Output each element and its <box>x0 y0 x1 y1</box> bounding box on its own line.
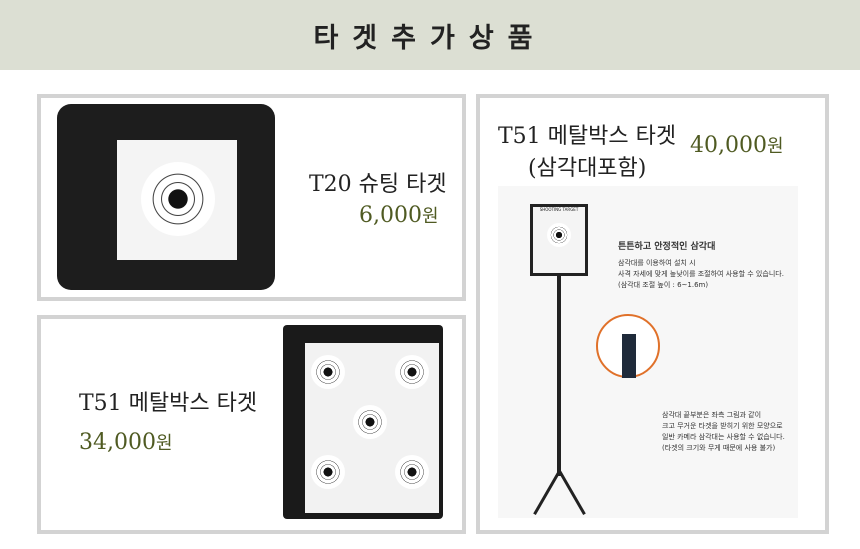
desc-line: 삼각대를 이용하여 설치 시 <box>618 259 696 267</box>
box-label: SHOOTING TARGET <box>539 207 579 212</box>
product-card-t20[interactable]: T20 슈팅 타겟 6,000원 <box>37 94 466 301</box>
product-image-t20 <box>57 104 275 290</box>
product-image-t51 <box>283 325 443 519</box>
desc-line: (삼각대 조절 높이 : 6~1.6m) <box>618 281 709 289</box>
product-card-t51[interactable]: T51 메탈박스 타겟 34,000원 <box>37 315 466 534</box>
product-image-tripod: SHOOTING TARGET 튼튼하고 안정적인 삼각대 삼각대를 이용하여 … <box>498 186 798 518</box>
product-card-t51-tripod[interactable]: T51 메탈박스 타겟 (삼각대포함) 40,000원 SHOOTING TAR… <box>476 94 829 534</box>
product-name: T20 슈팅 타겟 <box>309 172 447 197</box>
desc-line: 크고 무거운 타겟을 받히기 위한 모양으로 <box>662 422 783 430</box>
product-name-line1: T51 메탈박스 타겟 <box>498 124 677 149</box>
desc-line: (타겟의 크기와 무게 때문에 사용 불가) <box>662 444 776 452</box>
desc-line: 일반 카메라 삼각대는 사용할 수 없습니다. <box>662 433 785 441</box>
product-price: 40,000원 <box>690 133 784 158</box>
tripod-headline: 튼튼하고 안정적인 삼각대 <box>618 242 716 252</box>
product-price: 6,000원 <box>359 203 439 228</box>
page-title: 타겟추가상품 <box>313 22 547 54</box>
desc-line: 사격 자세에 맞게 높낮이를 조절하여 사용할 수 있습니다. <box>618 270 784 278</box>
page-header: 타겟추가상품 <box>0 0 860 70</box>
product-name-line2: (삼각대포함) <box>528 156 647 181</box>
product-price: 34,000원 <box>79 430 173 455</box>
desc-line: 삼각대 끝부분은 좌측 그림과 같이 <box>662 411 762 419</box>
product-name: T51 메탈박스 타겟 <box>79 391 258 416</box>
